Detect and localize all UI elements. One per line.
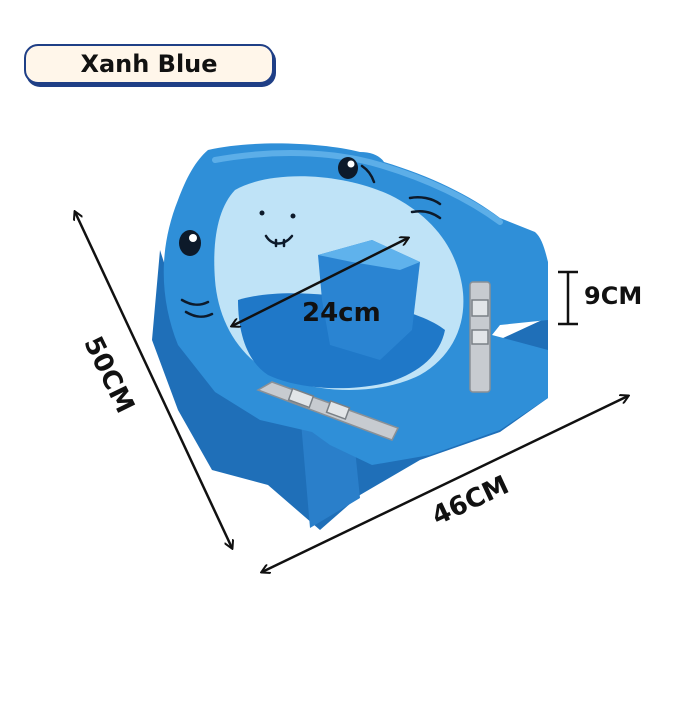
color-label-text: Xanh Blue (80, 50, 218, 78)
left-eye (179, 230, 201, 256)
height-arrow (558, 270, 578, 326)
height-label: 9CM (584, 282, 643, 310)
shark-rim-highlight (212, 150, 503, 225)
right-eye (338, 157, 358, 179)
color-label-badge: Xanh Blue (24, 44, 274, 84)
length-arrow (75, 212, 232, 548)
inner-width-arrow (232, 238, 408, 326)
inner-width-label: 24cm (302, 298, 381, 328)
width-arrow (262, 396, 628, 572)
right-buckle-strap (469, 281, 491, 393)
